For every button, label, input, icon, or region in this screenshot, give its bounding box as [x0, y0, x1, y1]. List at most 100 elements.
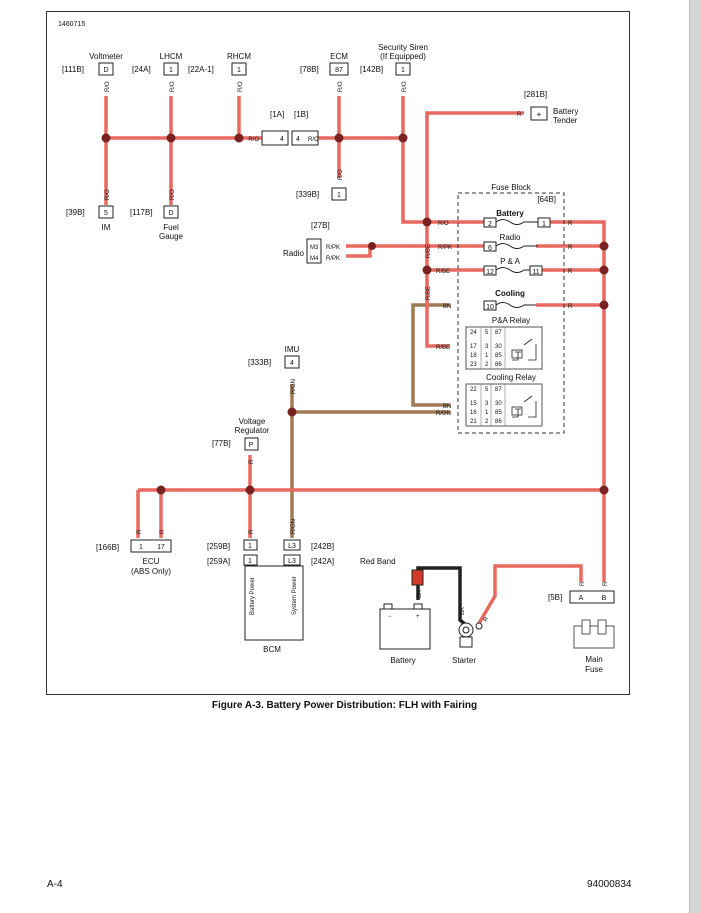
svg-text:P: P: [249, 442, 254, 449]
svg-text:BK: BK: [417, 590, 423, 598]
lhcm-connector: [163, 62, 179, 76]
svg-text:2: 2: [485, 419, 489, 425]
svg-text:(ABS Only): (ABS Only): [131, 567, 171, 576]
svg-text:1: 1: [485, 353, 489, 359]
svg-text:[1A]: [1A]: [270, 110, 284, 119]
wire-tender: [425, 111, 524, 222]
svg-text:30: 30: [495, 401, 502, 407]
im-label: IM: [102, 223, 111, 232]
svg-text:87: 87: [495, 387, 502, 393]
svg-text:B: B: [602, 595, 607, 602]
svg-text:17: 17: [157, 544, 165, 551]
ecm-ref: [78B]: [300, 65, 319, 74]
svg-text:R/O: R/O: [170, 189, 176, 200]
svg-text:1: 1: [139, 544, 143, 551]
svg-text:D: D: [168, 210, 173, 217]
svg-text:Battery: Battery: [390, 656, 415, 665]
svg-text:R/BE: R/BE: [426, 244, 432, 258]
voltmeter-ref: [111B]: [62, 65, 84, 74]
svg-text:A: A: [579, 595, 584, 602]
svg-text:R: R: [160, 529, 166, 534]
document-number: 94000834: [587, 879, 632, 890]
svg-text:R: R: [603, 581, 609, 586]
svg-text:22: 22: [470, 387, 477, 393]
svg-text:5: 5: [485, 387, 489, 393]
svg-text:24: 24: [470, 330, 477, 336]
wire-bn-cooling: [411, 303, 450, 407]
fuel-sub: Gauge: [159, 232, 184, 241]
svg-text:[64B]: [64B]: [537, 195, 556, 204]
svg-text:[77B]: [77B]: [212, 439, 231, 448]
svg-text:Red Band: Red Band: [360, 557, 396, 566]
rhcm-ref: [22A-1]: [188, 65, 214, 74]
svg-text:Main: Main: [585, 655, 602, 664]
svg-text:R/GN: R/GN: [291, 379, 297, 394]
siren-sub: (If Equipped): [380, 52, 426, 61]
svg-text:15: 15: [470, 401, 477, 407]
svg-text:1: 1: [248, 543, 252, 550]
radio: [27B] Radio M3 M4 R/PK R/PK: [283, 221, 340, 264]
svg-text:R/O: R/O: [338, 169, 344, 180]
wire-rgn-system: [290, 410, 450, 538]
svg-text:R: R: [568, 245, 573, 251]
svg-text:87: 87: [495, 330, 502, 336]
figure-code: 1460715: [58, 21, 85, 28]
svg-text:6: 6: [488, 245, 492, 252]
svg-text:[333B]: [333B]: [248, 358, 271, 367]
svg-text:R: R: [137, 529, 143, 534]
svg-text:1: 1: [401, 67, 405, 74]
page-number: A-4: [47, 879, 63, 890]
svg-text:1: 1: [542, 221, 546, 228]
svg-text:10: 10: [486, 304, 494, 311]
svg-text:4: 4: [290, 360, 294, 367]
svg-text:[242B]: [242B]: [311, 542, 334, 551]
svg-text:+: +: [537, 110, 542, 119]
svg-text:ECU: ECU: [143, 557, 160, 566]
splices: [101, 133, 609, 495]
svg-text:Radio: Radio: [500, 233, 521, 242]
svg-text:R: R: [249, 529, 255, 534]
imu: IMU [333B] 4 R/GN: [248, 345, 300, 394]
svg-text:−: −: [388, 614, 392, 620]
ecm-label: ECM: [330, 52, 348, 61]
page-edge: [690, 0, 701, 913]
lhcm-ref: [24A]: [132, 65, 151, 74]
svg-text:4: 4: [280, 136, 284, 143]
svg-text:5: 5: [104, 210, 108, 217]
starter: Starter R: [452, 616, 491, 665]
svg-text:[242A]: [242A]: [311, 557, 334, 566]
svg-text:L3: L3: [288, 543, 296, 550]
svg-text:IMU: IMU: [285, 345, 300, 354]
voltmeter-connector: [98, 62, 114, 76]
svg-text:11: 11: [532, 269, 539, 276]
svg-text:R/O: R/O: [402, 81, 408, 92]
wiring-diagram: 1460715: [58, 21, 615, 674]
svg-text:Fuse: Fuse: [585, 665, 603, 674]
main-fuse: [5B] A B R R Main Fuse: [548, 581, 615, 674]
red-band-marker: [411, 569, 424, 586]
svg-text:Battery: Battery: [496, 209, 524, 218]
svg-text:[259A]: [259A]: [207, 557, 230, 566]
voltmeter-label: Voltmeter: [89, 52, 123, 61]
svg-text:30: 30: [495, 344, 502, 350]
wire-right-bus: [550, 220, 606, 582]
fuel-label: Fuel: [163, 223, 179, 232]
svg-text:R/PK: R/PK: [326, 245, 340, 251]
svg-text:R: R: [568, 221, 573, 227]
svg-text:2: 2: [485, 362, 489, 368]
top-components: Voltmeter [111B] D LHCM [24A] 1 RHCM [22…: [62, 43, 578, 200]
svg-text:R/PK: R/PK: [438, 245, 452, 251]
svg-text:R/O: R/O: [170, 81, 176, 92]
svg-text:R/GN: R/GN: [291, 519, 297, 534]
svg-text:P&A Relay: P&A Relay: [492, 316, 530, 325]
figure-caption: Figure A-3. Battery Power Distribution: …: [211, 700, 478, 711]
svg-text:3: 3: [485, 344, 489, 350]
svg-text:18: 18: [470, 353, 477, 359]
fuel-ref: [117B]: [130, 208, 153, 217]
svg-text:Radio: Radio: [283, 249, 304, 258]
svg-text:[27B]: [27B]: [311, 221, 330, 230]
svg-text:[259B]: [259B]: [207, 542, 230, 551]
svg-text:BN: BN: [443, 304, 451, 310]
bcm: 1 1 L3 L3 [259B] [259A] [242B] [242A] Ba…: [207, 519, 334, 654]
